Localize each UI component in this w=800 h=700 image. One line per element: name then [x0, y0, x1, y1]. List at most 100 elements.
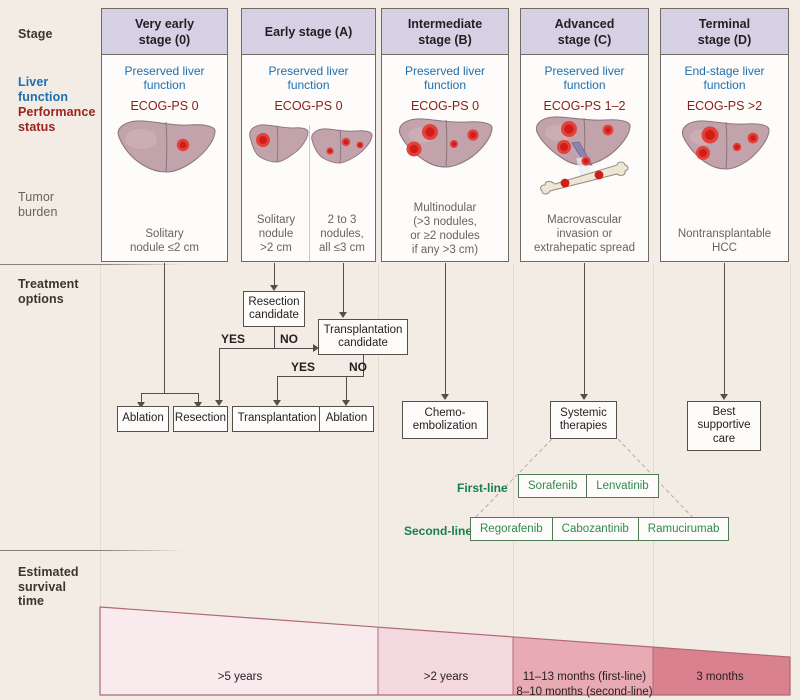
stage-column-very-early-stage-0[interactable]: Very early stage (0) Preserved liver fun…	[101, 8, 228, 262]
stage-body-advanced-stage-c: Preserved liver function ECOG-PS 1–2	[520, 55, 649, 262]
decision-box-transplantation-candidate[interactable]: Transplantation candidate	[318, 319, 408, 355]
tumor-burden-text: Nontransplantable HCC	[661, 227, 788, 255]
liver-single-large-nodule-icon	[249, 124, 309, 163]
row-label-performance-status-line2: status	[18, 119, 56, 134]
arrowhead-transplant-yes	[273, 400, 281, 406]
liver-function-line1: Preserved liver	[404, 64, 486, 78]
stage-title-line2: stage (0)	[138, 33, 191, 47]
tumor-burden-text: Solitary nodule ≤2 cm	[102, 227, 227, 255]
connector-transplant-no-join	[346, 376, 364, 378]
liver-function-line2: function	[423, 78, 467, 92]
ecog-ps-value: ECOG-PS 0	[130, 99, 199, 113]
row-label-performance-status-line1: Performance	[18, 105, 96, 119]
liver-multinodular-icon	[398, 118, 493, 168]
survival-label-text: 11–13 months (first-line)	[522, 671, 647, 683]
tumor-burden-left-text: Solitary nodule >2 cm	[244, 213, 308, 255]
row-label-estimated-survival-line2: survival	[18, 579, 67, 594]
row-label-tumor-burden: Tumor burden	[18, 190, 58, 219]
resection-candidate-line1: Resection	[248, 295, 300, 308]
drug-ramucirumab[interactable]: Ramucirumab	[647, 523, 720, 535]
liver-function-text: Preserved liver function	[102, 55, 227, 92]
label-resection-no: NO	[280, 332, 298, 346]
treatment-box-systemic-therapies[interactable]: Systemic therapies	[550, 401, 617, 439]
label-resection-yes: YES	[221, 332, 246, 346]
stage-title-line2: stage (B)	[418, 33, 472, 47]
treatment-box-chemoembolization[interactable]: Chemo- embolization	[402, 401, 488, 439]
tumor-burden-right-line2: nodules,	[320, 228, 364, 240]
tumor-burden-line1: Multinodular	[413, 202, 477, 214]
treatment-label: Ablation	[122, 412, 164, 425]
survival-label-segment-1: >5 years	[170, 670, 310, 685]
stage-title-line2: stage (C)	[557, 33, 612, 47]
connector-veryearly-to-resection	[198, 393, 200, 405]
connector-transplant-no-down	[346, 376, 348, 403]
treatment-box-best-supportive-care[interactable]: Best supportive care	[687, 401, 761, 451]
stage-title-line2: stage (D)	[697, 33, 752, 47]
connector-veryearly-horizontal	[141, 393, 199, 395]
stage-column-intermediate-stage-b[interactable]: Intermediate stage (B) Preserved liver f…	[381, 8, 509, 262]
tumor-burden-line4: if any >3 cm)	[411, 244, 479, 256]
stage-header-terminal-stage-d: Terminal stage (D)	[660, 8, 789, 55]
row-label-treatment-options-line2: options	[18, 291, 64, 306]
drug-cabozantinib[interactable]: Cabozantinib	[553, 518, 639, 540]
stage-title-line1: Early stage (A)	[264, 25, 353, 39]
liver-function-text: Preserved liver function	[382, 55, 508, 92]
connector-advanced-vertical	[584, 263, 586, 396]
connector-resection-no-horizontal	[274, 348, 316, 350]
connector-veryearly-vertical	[164, 263, 166, 394]
treatment-label: Ablation	[325, 412, 368, 425]
arrowhead-to-resection-candidate	[270, 285, 278, 291]
treatment-box-transplantation[interactable]: Transplantation	[232, 406, 322, 432]
first-line-label: First-line	[457, 481, 508, 495]
band-divider-1	[100, 264, 101, 694]
row-label-treatment-options: Treatment options	[18, 277, 79, 306]
section-divider-treatment	[0, 264, 185, 265]
treatment-label-line1: Best	[712, 405, 736, 418]
row-label-tumor-burden-line2: burden	[18, 204, 58, 219]
drug-lenvatinib[interactable]: Lenvatinib	[596, 480, 649, 492]
drug-sorafenib[interactable]: Sorafenib	[519, 475, 588, 497]
tumor-burden-line3: extrahepatic spread	[533, 242, 635, 254]
treatment-box-ablation-2[interactable]: Ablation	[319, 406, 374, 432]
decision-box-resection-candidate[interactable]: Resection candidate	[243, 291, 305, 327]
survival-label-text: >2 years	[423, 671, 469, 683]
liver-function-line1: Preserved liver	[124, 64, 205, 78]
liver-function-line1: Preserved liver	[268, 64, 349, 78]
liver-function-text: End-stage liver function	[661, 55, 788, 92]
stage-header-very-early-stage-0: Very early stage (0)	[101, 8, 228, 55]
band-divider-3	[513, 264, 514, 694]
stage-column-early-stage-a[interactable]: Early stage (A) Preserved liver function…	[241, 8, 376, 262]
treatment-label-line2: supportive	[697, 419, 751, 432]
liver-three-nodules-icon	[311, 128, 373, 164]
row-label-liver-function: Liver function	[18, 75, 68, 104]
drug-regorafenib[interactable]: Regorafenib	[471, 518, 553, 540]
stage-body-terminal-stage-d: End-stage liver function ECOG-PS >2 Nont…	[660, 55, 789, 262]
connector-transplant-yes-horizontal	[277, 376, 364, 378]
arrowhead-to-ablation-1	[137, 402, 145, 408]
stage-column-advanced-stage-c[interactable]: Advanced stage (C) Preserved liver funct…	[520, 8, 649, 262]
stage-column-terminal-stage-d[interactable]: Terminal stage (D) End-stage liver funct…	[660, 8, 789, 262]
tumor-burden-right-text: 2 to 3 nodules, all ≤3 cm	[310, 213, 374, 255]
arrowhead-to-resection	[194, 402, 202, 408]
treatment-box-resection[interactable]: Resection	[173, 406, 228, 432]
first-line-drug-row[interactable]: Sorafenib Lenvatinib	[518, 474, 659, 498]
arrowhead-resection-no	[313, 344, 319, 352]
resection-candidate-line2: candidate	[249, 309, 299, 321]
tumor-burden-text: Multinodular (>3 nodules, or ≥2 nodules …	[382, 201, 508, 257]
liver-terminal-nodules-icon	[681, 120, 770, 170]
stage-header-intermediate-stage-b: Intermediate stage (B)	[381, 8, 509, 55]
label-transplant-yes: YES	[291, 360, 316, 374]
arrowhead-to-systemic-therapies	[580, 394, 588, 400]
band-divider-5	[790, 264, 791, 694]
treatment-box-ablation-1[interactable]: Ablation	[117, 406, 169, 432]
connector-transplant-yes-down	[277, 376, 279, 403]
liver-function-line1: Preserved liver	[544, 64, 625, 78]
tumor-burden-line2: HCC	[712, 242, 737, 254]
stage-title-line1: Terminal	[698, 17, 751, 31]
row-label-estimated-survival: Estimated survival time	[18, 565, 79, 609]
row-label-liver-function-line1: Liver	[18, 75, 49, 89]
tumor-burden-line1: Solitary	[145, 228, 184, 240]
second-line-drug-row[interactable]: Regorafenib Cabozantinib Ramucirumab	[470, 517, 730, 541]
arrowhead-to-transplantation-candidate	[339, 312, 347, 318]
liver-function-line1: End-stage liver	[684, 64, 765, 78]
